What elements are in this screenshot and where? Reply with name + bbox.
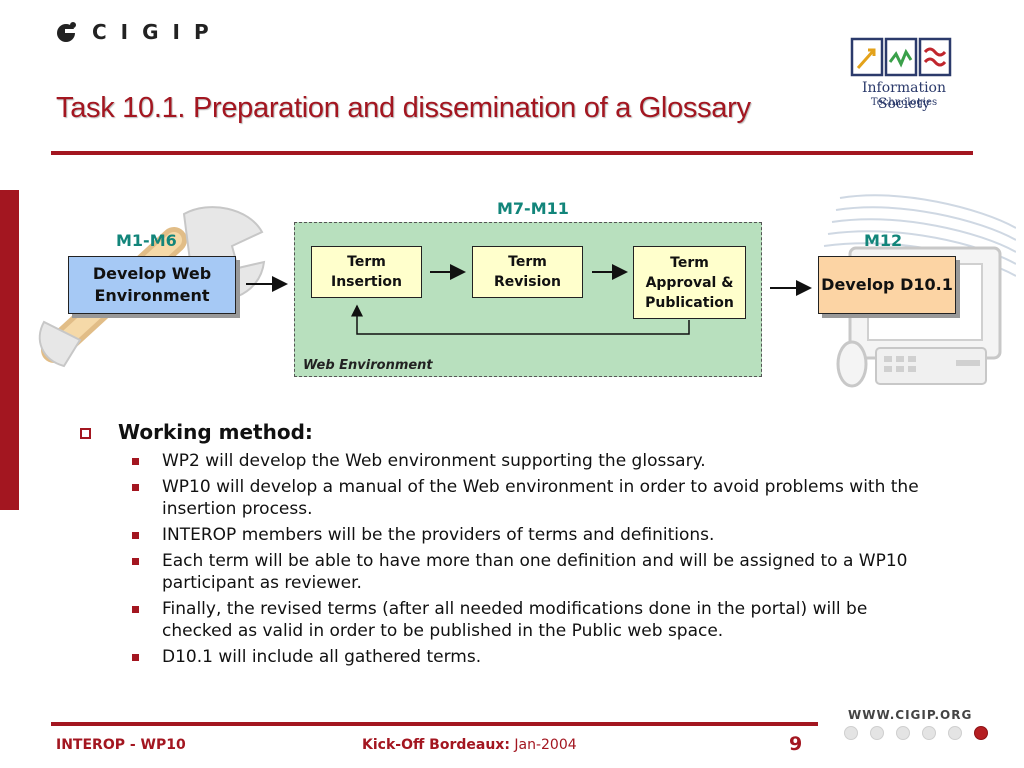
- square-bullet-icon: [132, 532, 139, 539]
- list-item: D10.1 will include all gathered terms.: [132, 646, 932, 668]
- cigip-logo-icon: [57, 22, 77, 42]
- program-logo: Information Society Technologies: [834, 36, 974, 116]
- list-item-text: D10.1 will include all gathered terms.: [162, 647, 482, 667]
- page-title: Task 10.1. Preparation and dissemination…: [56, 92, 751, 124]
- square-bullet-icon: [132, 606, 139, 613]
- footer-event: Kick-Off Bordeaux: Jan-2004: [362, 737, 577, 753]
- square-bullet-icon: [132, 654, 139, 661]
- website-url: WWW.CIGIP.ORG: [848, 708, 973, 722]
- working-method-heading: Working method:: [118, 420, 313, 444]
- progress-dot: [870, 726, 884, 740]
- square-bullet-icon: [132, 484, 139, 491]
- web-environment-label: Web Environment: [303, 358, 433, 373]
- develop-d10-1-box: Develop D10.1: [818, 256, 956, 314]
- list-item: Finally, the revised terms (after all ne…: [132, 598, 932, 642]
- list-item: WP10 will develop a manual of the Web en…: [132, 476, 932, 520]
- hollow-square-bullet-icon: [80, 428, 91, 439]
- company-logo: CIGIP: [56, 20, 223, 44]
- term-insertion-box: Term Insertion: [311, 246, 422, 298]
- milestone-right: M12: [864, 231, 903, 250]
- progress-dot: [844, 726, 858, 740]
- progress-dot: [948, 726, 962, 740]
- footer-project: INTEROP - WP10: [56, 737, 186, 753]
- milestone-left: M1-M6: [116, 231, 177, 250]
- square-bullet-icon: [132, 558, 139, 565]
- list-item: Each term will be able to have more than…: [132, 550, 932, 594]
- title-divider: [51, 151, 973, 155]
- footer-event-label: Kick-Off Bordeaux:: [362, 737, 510, 753]
- working-method-list: WP2 will develop the Web environment sup…: [132, 450, 932, 672]
- develop-web-environment-box: Develop Web Environment: [68, 256, 236, 314]
- list-item: INTEROP members will be the providers of…: [132, 524, 932, 546]
- ist-logo-icon: [850, 37, 952, 77]
- progress-dots: [844, 726, 988, 740]
- footer-divider: [51, 722, 818, 726]
- list-item-text: Finally, the revised terms (after all ne…: [162, 599, 868, 641]
- progress-dot: [896, 726, 910, 740]
- progress-dot-active: [974, 726, 988, 740]
- list-item-text: Each term will be able to have more than…: [162, 551, 908, 593]
- list-item-text: WP10 will develop a manual of the Web en…: [162, 477, 919, 519]
- program-logo-title: Information Society: [861, 80, 947, 112]
- footer-event-date: Jan-2004: [514, 737, 577, 753]
- company-logo-text: CIGIP: [92, 20, 223, 44]
- term-approval-box: Term Approval & Publication: [633, 246, 746, 319]
- list-item-text: INTEROP members will be the providers of…: [162, 525, 715, 545]
- progress-dot: [922, 726, 936, 740]
- term-revision-box: Term Revision: [472, 246, 583, 298]
- milestone-center: M7-M11: [497, 199, 569, 218]
- page-number: 9: [789, 733, 803, 755]
- list-item: WP2 will develop the Web environment sup…: [132, 450, 932, 472]
- square-bullet-icon: [132, 458, 139, 465]
- program-logo-subtitle: Technologies: [870, 97, 938, 108]
- left-accent-bar: [0, 190, 19, 510]
- list-item-text: WP2 will develop the Web environment sup…: [162, 451, 706, 471]
